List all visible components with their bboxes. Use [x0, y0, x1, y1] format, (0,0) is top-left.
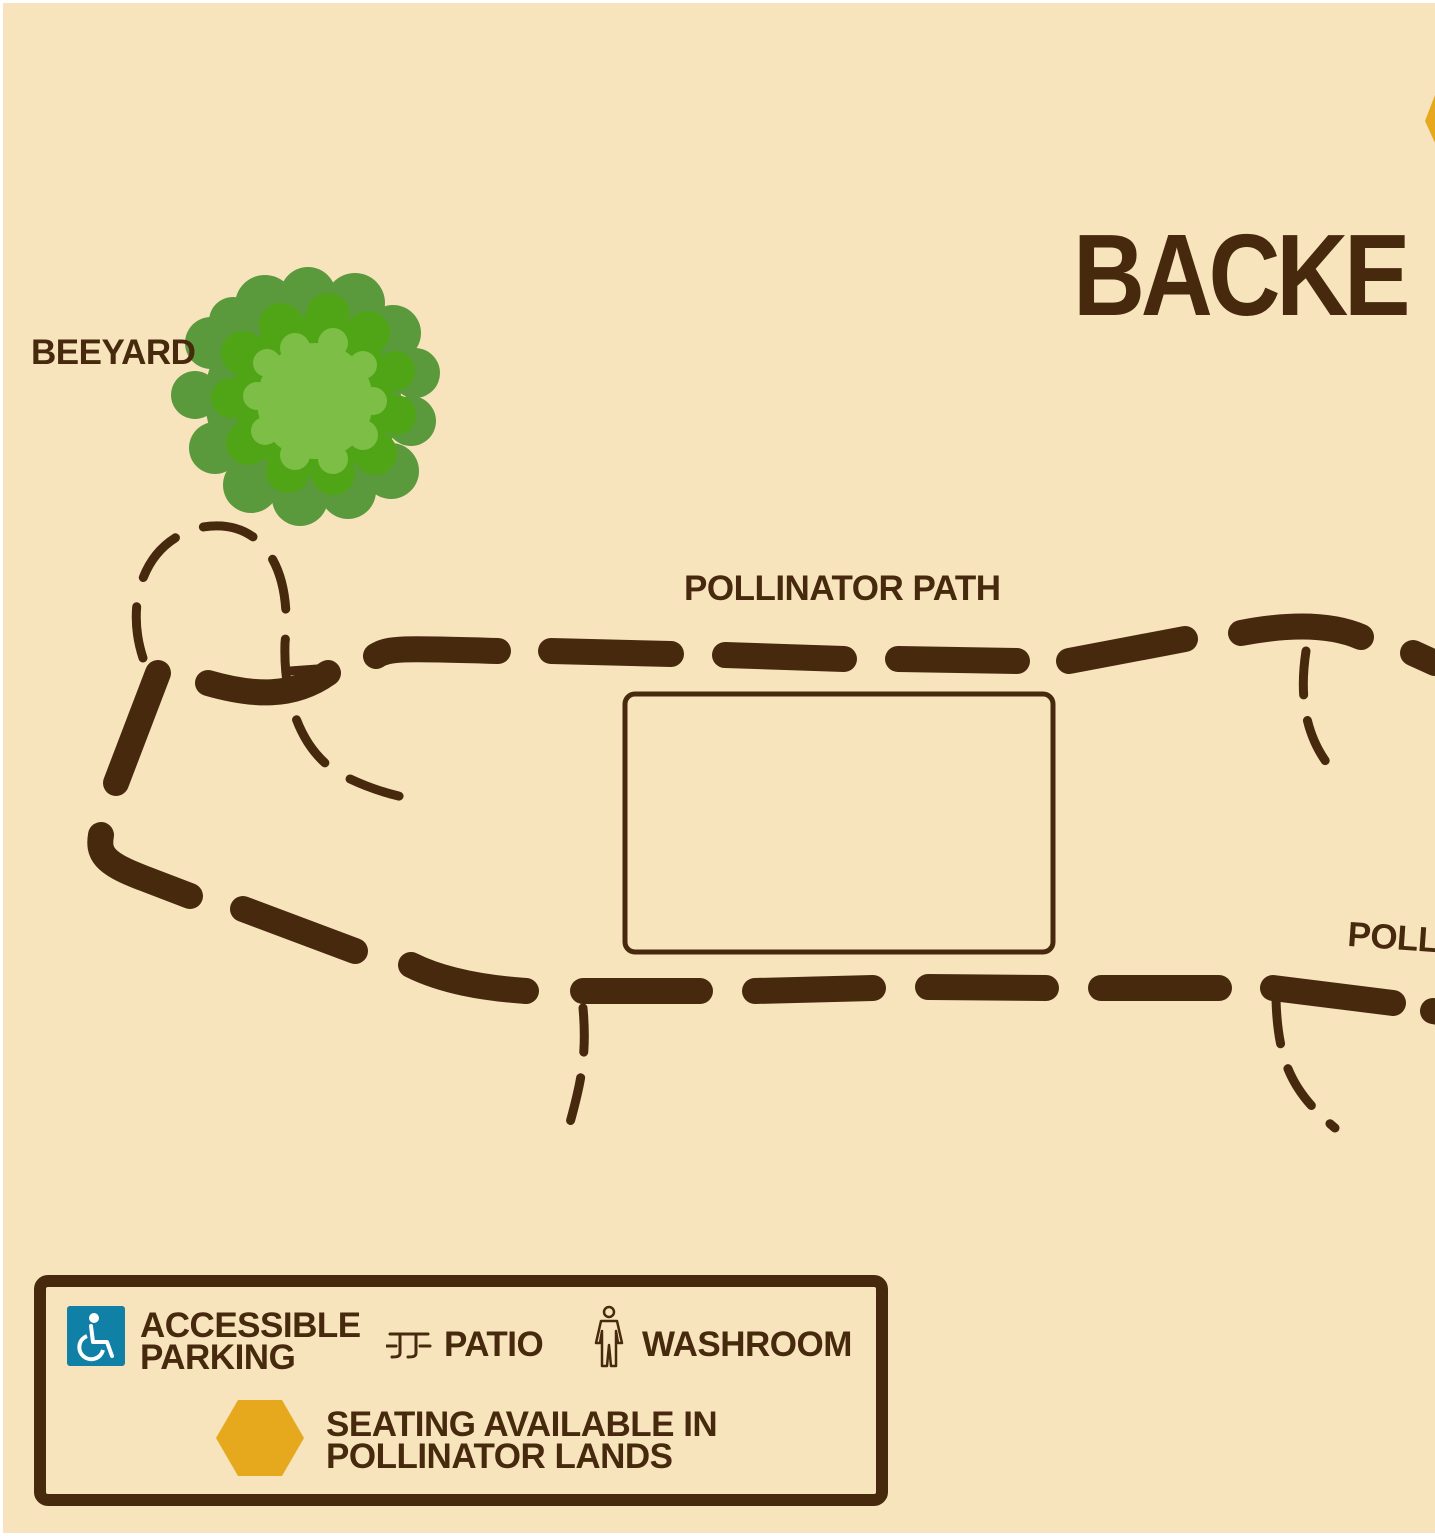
- person-icon: [594, 1305, 624, 1368]
- wheelchair-icon: [67, 1306, 125, 1366]
- beeyard-tree-icon[interactable]: [171, 267, 440, 526]
- map-legend: ACCESSIBLE PARKING PATIO WASHROOM SEATIN…: [34, 1275, 888, 1506]
- beeyard-loop: [131, 521, 413, 803]
- pollinator-path-label-partial: POLLI: [1346, 915, 1435, 961]
- beeyard-label: BEEYARD: [31, 333, 196, 372]
- legend-seating-line1: SEATING AVAILABLE IN: [326, 1405, 718, 1444]
- pollinator-path-label: POLLINATOR PATH: [684, 569, 1001, 608]
- map-title: BACKE: [1073, 210, 1411, 340]
- trail-lower-right: [1271, 995, 1340, 1133]
- pollinator-path-line[interactable]: [87, 613, 1435, 1025]
- legend-patio: PATIO: [444, 1325, 544, 1364]
- map-canvas: BACKE BEEYARD POLLINATOR PATH POLLI ACCE…: [3, 3, 1435, 1533]
- legend-washroom: WASHROOM: [642, 1325, 852, 1364]
- seating-hexagon-partial[interactable]: [1425, 95, 1435, 143]
- hexagon-icon: [216, 1400, 304, 1476]
- map-drawing: [87, 95, 1435, 1146]
- legend-accessible-line2: PARKING: [140, 1338, 296, 1377]
- trail-lower-left: [560, 1003, 589, 1146]
- legend-seating-line2: POLLINATOR LANDS: [326, 1437, 673, 1476]
- central-area-outline[interactable]: [622, 691, 1056, 955]
- picnic-table-icon: [386, 1332, 432, 1359]
- minor-trails: [131, 521, 1340, 1146]
- trail-right-upper: [1298, 646, 1340, 778]
- legend-accessible-line1: ACCESSIBLE: [140, 1306, 361, 1345]
